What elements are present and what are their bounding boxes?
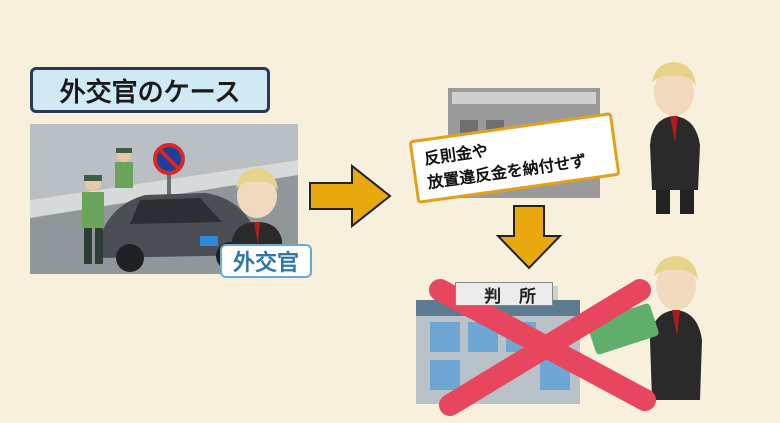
cross-mark-icon	[429, 279, 656, 416]
down-arrow-icon	[495, 205, 563, 270]
car-icon	[100, 193, 255, 272]
diplomat-figure-icon	[650, 256, 702, 400]
parking-officer-icon	[82, 175, 104, 264]
court-sign: 判 所	[455, 282, 553, 307]
no-parking-sign-icon	[153, 143, 185, 210]
diplomat-label: 外交官	[220, 244, 312, 278]
banknotes-icon	[587, 303, 659, 355]
scene-title: 外交官のケース	[30, 67, 270, 113]
right-arrow-icon	[309, 163, 392, 229]
parking-officer-icon	[115, 148, 133, 188]
diplomat-figure-icon	[650, 62, 700, 214]
